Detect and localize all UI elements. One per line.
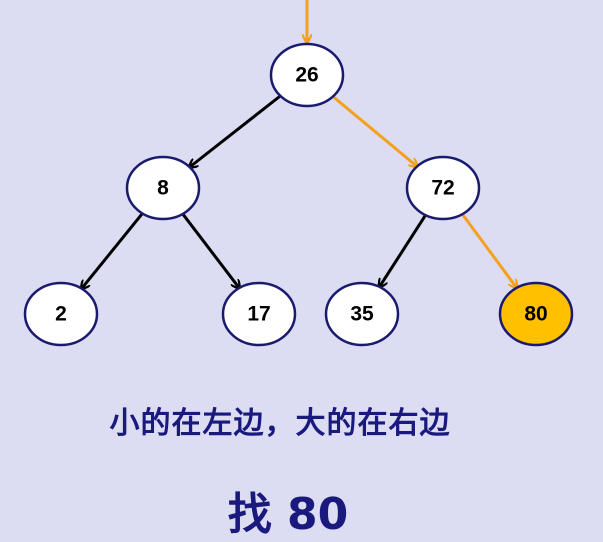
tree-node-72: 72: [405, 155, 481, 221]
edge-n26-n72-search-path: [331, 95, 417, 167]
node-circle: [324, 281, 400, 347]
node-label: 17: [247, 303, 270, 326]
tree-node-2: 2: [23, 281, 99, 347]
node-circle: [23, 281, 99, 347]
node-label: 2: [55, 303, 67, 326]
search-target-caption: 找 80: [227, 489, 349, 540]
node-label: 8: [157, 177, 169, 200]
tree-node-8: 8: [125, 155, 201, 221]
node-circle: [405, 155, 481, 221]
edge-n72-n80-search-path: [461, 213, 516, 288]
node-label: 35: [350, 303, 374, 326]
node-circle: [125, 155, 201, 221]
node-label: 72: [431, 177, 454, 200]
edge-n26-n8: [190, 94, 282, 167]
tree-node-17: 17: [221, 281, 297, 347]
node-label: 26: [295, 64, 318, 87]
node-label: 80: [524, 303, 547, 326]
tree-node-26: 26: [269, 42, 345, 108]
tree-node-80: 80: [498, 281, 574, 347]
bst-rule-caption: 小的在左边，大的在右边: [109, 406, 451, 441]
edge-n8-n2: [82, 212, 144, 288]
edge-n8-n17: [181, 213, 240, 288]
node-circle: [221, 281, 297, 347]
node-circle: [269, 42, 345, 108]
highlighted-node-circle: [498, 281, 574, 347]
tree-node-35: 35: [324, 281, 400, 347]
edge-n72-n35: [379, 214, 427, 287]
